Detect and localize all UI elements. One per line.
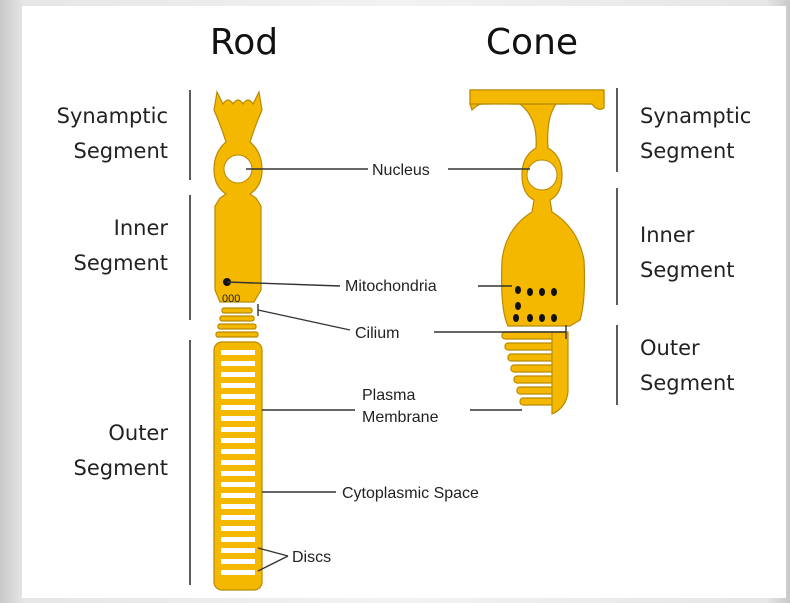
mitochondria-label: Mitochondria: [345, 278, 437, 295]
nucleus-label: Nucleus: [372, 162, 430, 179]
rod-mitochondria-ovals: 000: [222, 293, 240, 305]
svg-text:Plasma: Plasma: [362, 387, 415, 404]
svg-text:Segment: Segment: [74, 456, 169, 480]
svg-text:Membrane: Membrane: [362, 409, 439, 426]
svg-text:Segment: Segment: [74, 251, 169, 275]
figure-panel: [22, 6, 786, 598]
discs-label: Discs: [292, 549, 331, 566]
cone-title: Cone: [486, 22, 578, 63]
svg-text:Segment: Segment: [74, 139, 169, 163]
cytoplasmic-space-label: Cytoplasmic Space: [342, 485, 479, 502]
svg-text:Segment: Segment: [640, 258, 735, 282]
rod-discs: [221, 350, 255, 575]
svg-text:Inner: Inner: [640, 223, 695, 247]
cone-nucleus: [527, 160, 557, 190]
svg-text:Outer: Outer: [108, 421, 168, 445]
rod-synaptic-body: [214, 92, 262, 302]
svg-text:Inner: Inner: [114, 216, 169, 240]
svg-text:Segment: Segment: [640, 139, 735, 163]
svg-text:Outer: Outer: [640, 336, 700, 360]
svg-text:Segment: Segment: [640, 371, 735, 395]
svg-text:Synamptic: Synamptic: [640, 104, 751, 128]
svg-text:Synamptic: Synamptic: [57, 104, 168, 128]
cilium-label: Cilium: [355, 325, 399, 342]
rod-title: Rod: [210, 22, 278, 63]
